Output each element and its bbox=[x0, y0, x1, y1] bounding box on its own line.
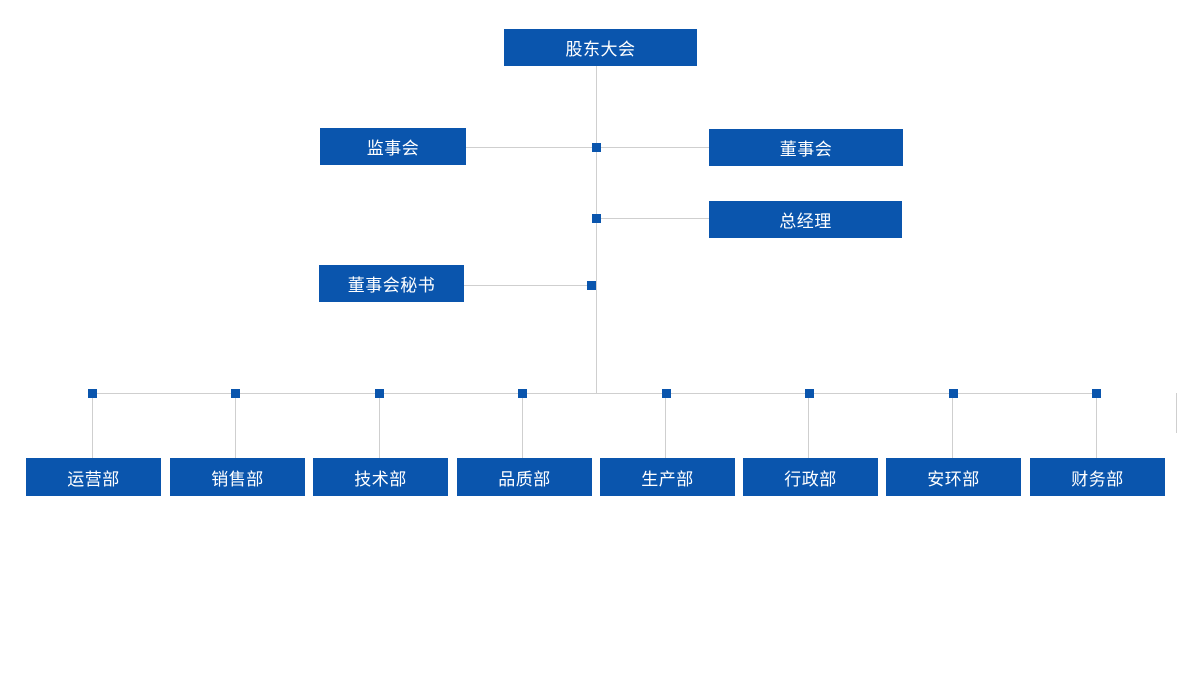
supervisory-board-box: 监事会 bbox=[320, 128, 466, 165]
dept-dot bbox=[949, 389, 958, 398]
department-box-quality: 品质部 bbox=[457, 458, 592, 496]
dept-drop-line bbox=[952, 393, 953, 458]
dept-dot bbox=[1092, 389, 1101, 398]
gm-connector bbox=[596, 218, 709, 219]
dept-drop-line bbox=[379, 393, 380, 458]
dept-drop-line bbox=[808, 393, 809, 458]
edge-mark bbox=[1176, 393, 1177, 433]
shareholders-meeting-box: 股东大会 bbox=[504, 29, 697, 66]
department-box-operations: 运营部 bbox=[26, 458, 161, 496]
board-of-directors-box: 董事会 bbox=[709, 129, 903, 166]
department-box-sales: 销售部 bbox=[170, 458, 305, 496]
dept-dot bbox=[88, 389, 97, 398]
dept-dot bbox=[805, 389, 814, 398]
department-box-administration: 行政部 bbox=[743, 458, 878, 496]
junction-dot-secretary bbox=[587, 281, 596, 290]
junction-dot-board bbox=[592, 143, 601, 152]
board-connector bbox=[596, 147, 709, 148]
dept-dot bbox=[375, 389, 384, 398]
supervisory-connector bbox=[466, 147, 596, 148]
board-secretary-box: 董事会秘书 bbox=[319, 265, 464, 302]
department-box-safety-environment: 安环部 bbox=[886, 458, 1021, 496]
secretary-connector bbox=[464, 285, 592, 286]
department-box-technology: 技术部 bbox=[313, 458, 448, 496]
dept-drop-line bbox=[1096, 393, 1097, 458]
department-box-finance: 财务部 bbox=[1030, 458, 1165, 496]
dept-drop-line bbox=[235, 393, 236, 458]
dept-dot bbox=[518, 389, 527, 398]
dept-dot bbox=[231, 389, 240, 398]
dept-dot bbox=[662, 389, 671, 398]
dept-drop-line bbox=[522, 393, 523, 458]
dept-drop-line bbox=[665, 393, 666, 458]
junction-dot-gm bbox=[592, 214, 601, 223]
dept-drop-line bbox=[92, 393, 93, 458]
department-box-production: 生产部 bbox=[600, 458, 735, 496]
general-manager-box: 总经理 bbox=[709, 201, 902, 238]
trunk-line bbox=[596, 66, 597, 394]
department-bus bbox=[92, 393, 1098, 394]
